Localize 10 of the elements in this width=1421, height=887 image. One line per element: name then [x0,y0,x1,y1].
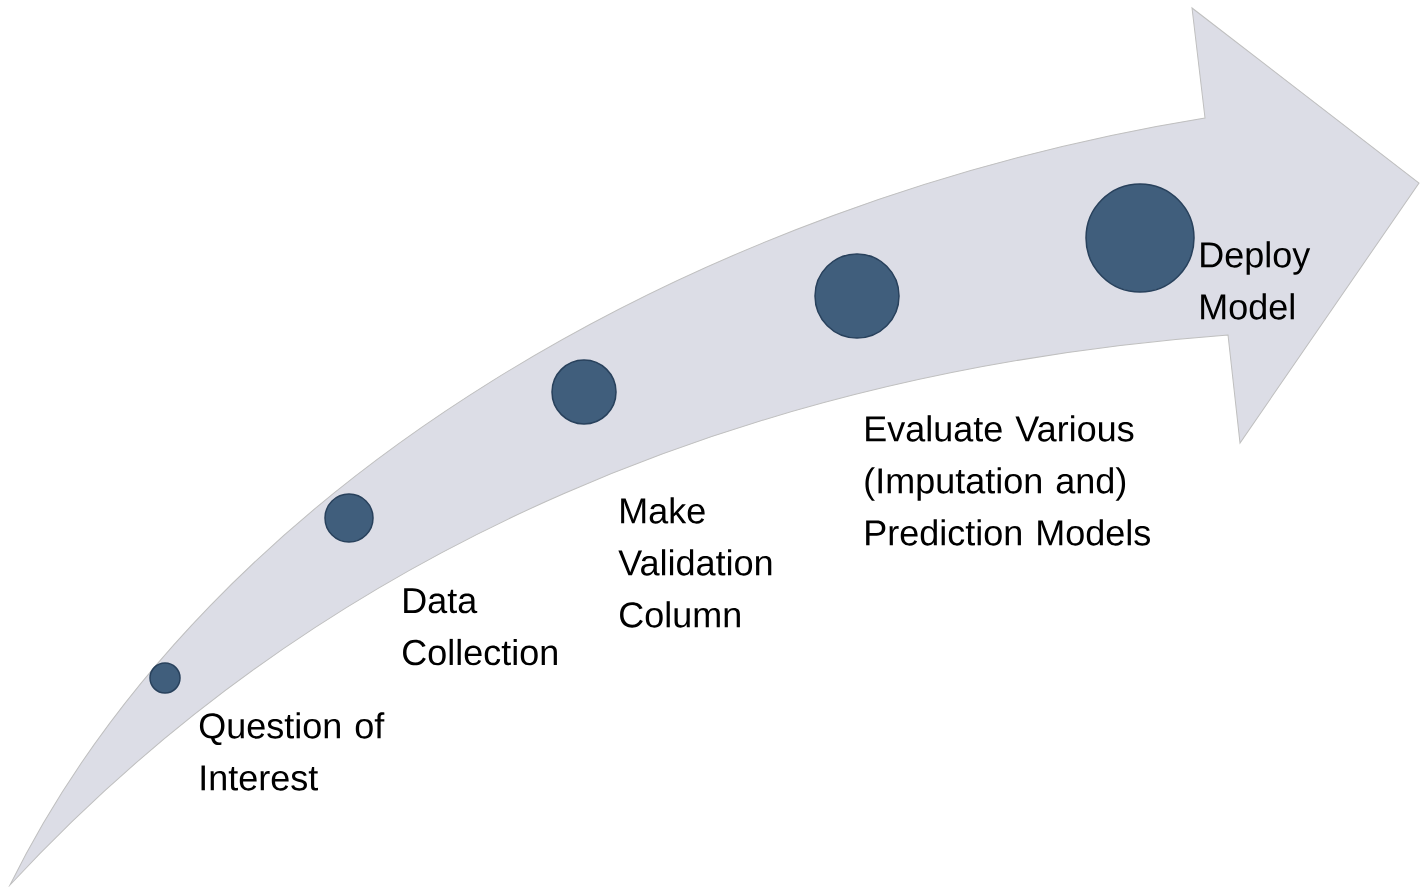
step-dot [551,359,617,425]
step-dot [324,493,374,543]
step-dot [1085,183,1195,293]
step-label: Make Validation Column [618,497,772,628]
step-label: Deploy Model [1201,241,1311,320]
step-dot [814,253,900,339]
step-dot [149,662,181,694]
step-label: Data Collection [403,588,557,666]
step-label: Question of Interest [199,712,385,791]
step-label: Evaluate Various (Imputation and) Prediction Models [865,415,1150,546]
